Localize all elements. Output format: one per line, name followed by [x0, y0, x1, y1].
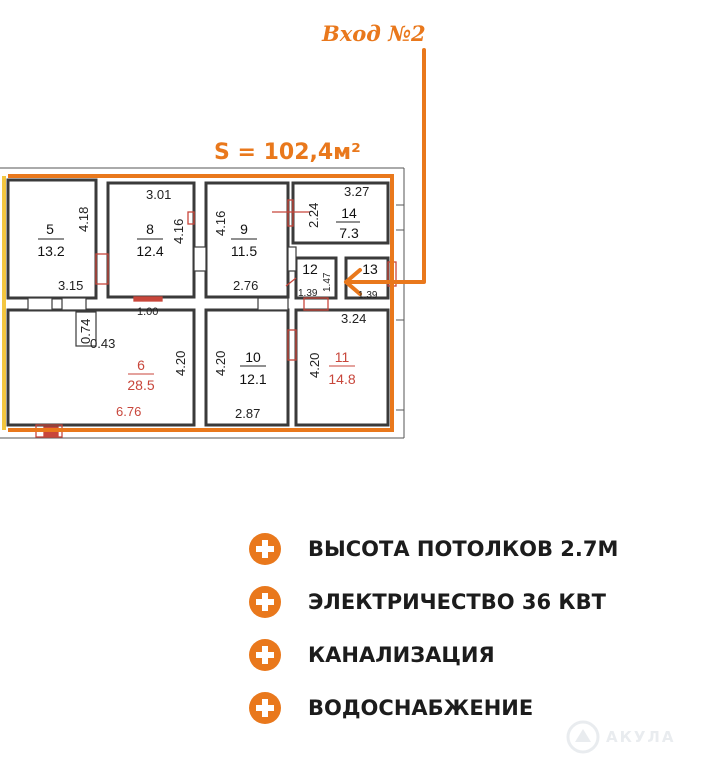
room-9-outline — [204, 181, 290, 299]
feature-label: ЭЛЕКТРИЧЕСТВО 36 КВТ — [308, 589, 606, 614]
dimension: 4.20 — [173, 351, 188, 376]
dimension: 2.24 — [306, 203, 321, 228]
room-6-outline — [6, 308, 196, 427]
partition-blocks — [27, 246, 297, 347]
room-number: 5 — [46, 221, 54, 237]
dimension: 4.16 — [213, 211, 228, 236]
dimension: 0.74 — [78, 319, 93, 344]
entrance-label: Вход №2 — [321, 21, 426, 46]
room-number: 13 — [362, 261, 378, 277]
dimension: 6.76 — [116, 404, 141, 419]
room-11-outline — [294, 308, 390, 427]
plus-circle-icon — [249, 532, 281, 565]
room-number: 6 — [137, 357, 145, 373]
building-contour — [0, 167, 405, 439]
room-labels: 5 13.2 8 12.4 9 11.5 14 7.3 12 13 6 28.5… — [37, 205, 378, 393]
plus-circle-icon — [249, 691, 281, 724]
feature-list: ВЫСОТА ПОТОЛКОВ 2.7М ЭЛЕКТРИЧЕСТВО 36 КВ… — [248, 522, 688, 734]
room-number: 9 — [240, 221, 248, 237]
dimension: 1.00 — [137, 306, 158, 318]
door-5 — [95, 253, 109, 285]
dimension: 3.01 — [146, 187, 171, 202]
area-label: S = 102,4м² — [214, 140, 361, 165]
plus-circle-icon — [249, 638, 281, 671]
dimension: 0.43 — [90, 336, 115, 351]
dimension: 3.24 — [341, 311, 366, 326]
dimension: 4.16 — [171, 219, 186, 244]
room-number: 11 — [335, 349, 350, 365]
dimension: 2.87 — [235, 406, 260, 421]
room-number: 12 — [302, 261, 318, 277]
room-number: 10 — [245, 349, 261, 365]
door-8 — [187, 211, 195, 225]
feature-item: КАНАЛИЗАЦИЯ — [248, 628, 688, 681]
dimension: 1.39 — [298, 288, 318, 299]
room-area: 12.4 — [136, 243, 163, 259]
dimension: 3.27 — [344, 184, 369, 199]
watermark-text: АКУЛА — [606, 728, 676, 746]
room-area: 14.8 — [328, 371, 355, 387]
dimension: 4.20 — [213, 351, 228, 376]
room-number: 14 — [341, 205, 357, 221]
room-number: 8 — [146, 221, 154, 237]
door-14 — [287, 199, 294, 227]
room-area: 7.3 — [339, 225, 359, 241]
dimension: 2.76 — [233, 278, 258, 293]
room-area: 13.2 — [37, 243, 64, 259]
feature-label: ВОДОСНАБЖЕНИЕ — [308, 695, 534, 720]
dimension: 1.39 — [358, 290, 378, 301]
floor-plan: Вход №2 S = 102,4м² 5 13.2 8 12.4 9 11.5… — [0, 21, 426, 439]
plus-circle-icon — [249, 585, 281, 618]
room-area: 11.5 — [231, 243, 257, 259]
door-11 — [303, 297, 329, 311]
room-10-outline — [204, 308, 290, 427]
dimension: 3.15 — [58, 278, 83, 293]
feature-item: ВОДОСНАБЖЕНИЕ — [248, 681, 688, 734]
feature-label: КАНАЛИЗАЦИЯ — [308, 642, 495, 667]
feature-item: ВЫСОТА ПОТОЛКОВ 2.7М — [248, 522, 688, 575]
feature-item: ЭЛЕКТРИЧЕСТВО 36 КВТ — [248, 575, 688, 628]
door-11-side — [287, 329, 297, 361]
shark-logo-icon — [566, 720, 600, 754]
arrow-left-icon — [344, 268, 362, 296]
dimension: 1.47 — [322, 272, 333, 292]
feature-label: ВЫСОТА ПОТОЛКОВ 2.7М — [308, 536, 619, 561]
area-boundary — [8, 174, 394, 432]
door-6 — [133, 296, 163, 302]
room-area: 12.1 — [239, 371, 266, 387]
entrance-path — [344, 48, 426, 296]
room-area: 28.5 — [127, 377, 154, 393]
watermark: АКУЛА — [566, 720, 676, 754]
dimension: 4.20 — [307, 353, 322, 378]
dimension-labels: 4.18 3.15 3.01 4.16 4.16 2.76 2.24 3.27 … — [58, 184, 378, 421]
dimension: 4.18 — [76, 207, 91, 232]
